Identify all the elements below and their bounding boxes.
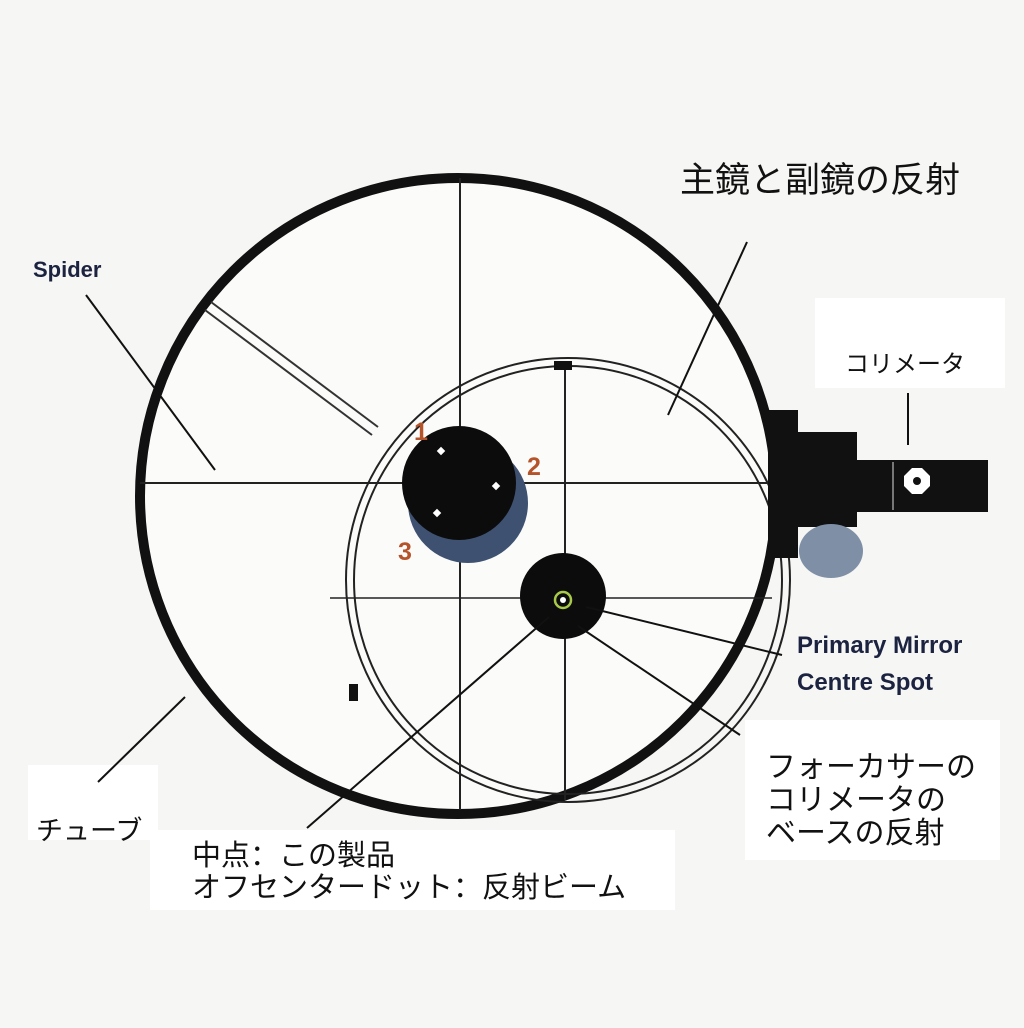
focuser-label-bg (745, 720, 1000, 860)
reflection-leader (667, 241, 748, 416)
leader-lines (85, 241, 909, 829)
spot-leader-b (577, 625, 741, 736)
spider-vane-b (210, 301, 379, 428)
spider-vane-a (204, 309, 373, 436)
center-label-line2: オフセンタードット：反射ビーム (192, 870, 627, 904)
center-leader (306, 616, 550, 829)
spot-leader-a (585, 606, 783, 656)
screw-number-1: 1 (414, 418, 428, 446)
mirror-clip-top (554, 361, 572, 370)
primary-centre-spot (553, 590, 573, 610)
reflection-label: 主鏡と副鏡の反射 (680, 161, 961, 201)
screw-number-2: 2 (527, 453, 541, 481)
focuser-body (795, 432, 857, 527)
mirror-ring-outer (345, 357, 791, 803)
focuser-label-line1: フォーカサーの (766, 750, 976, 785)
collimator-label: コリメータ (845, 350, 965, 378)
screw-number-3: 3 (398, 538, 412, 566)
spider-label: Spider (33, 257, 102, 282)
screw-2 (491, 481, 501, 491)
center-label-bg (150, 830, 675, 910)
focuser-knob (799, 524, 863, 578)
tube-leader (97, 696, 186, 783)
center-label-line1: 中点：この製品 (192, 838, 396, 872)
collimator-label-bg (815, 298, 1005, 388)
collimator-dot (913, 477, 921, 485)
tube-label-bg (28, 765, 158, 840)
focuser-assembly (768, 410, 988, 578)
focuser-plate (768, 410, 798, 558)
centre-dot (560, 597, 566, 603)
focuser-reflection (520, 553, 606, 639)
focuser-label-line3: ベースの反射 (766, 816, 945, 851)
tube-label: チューブ (36, 816, 143, 847)
secondary-screws (432, 446, 501, 518)
mirror-clip-left (349, 684, 358, 701)
primary-spot-label-line2: Centre Spot (797, 669, 934, 696)
focuser-label-line2: コリメータの (766, 783, 946, 818)
screw-3 (432, 508, 442, 518)
spider-leader (85, 294, 216, 471)
primary-spot-label-line1: Primary Mirror (797, 632, 963, 659)
screw-1 (436, 446, 446, 456)
secondary-mirror (402, 426, 516, 540)
